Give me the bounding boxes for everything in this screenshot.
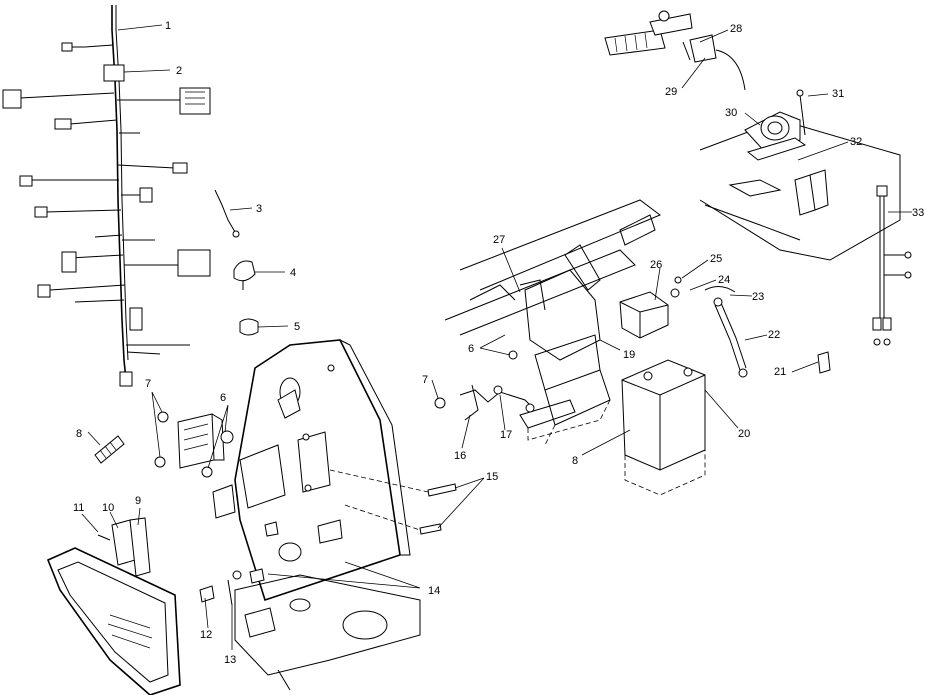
mount-bracket — [519, 279, 546, 311]
battery — [621, 359, 706, 496]
callout-21: 21 — [774, 366, 786, 378]
heat-shield — [46, 517, 181, 695]
frame-rails — [444, 119, 901, 336]
callout-20: 20 — [738, 428, 750, 440]
washer — [220, 430, 234, 444]
callout-22: 22 — [768, 329, 780, 341]
screw — [674, 276, 682, 284]
nut — [201, 466, 213, 478]
callout-26: 26 — [650, 259, 662, 271]
callout-32: 32 — [850, 136, 862, 148]
callout-9: 9 — [135, 495, 141, 507]
callout-5: 5 — [294, 321, 300, 333]
callout-labels: 1 2 3 4 5 6 6 7 7 8 8 9 10 11 12 13 14 1… — [73, 20, 924, 666]
callout-6: 6 — [220, 392, 226, 404]
callout-6: 6 — [468, 343, 474, 355]
battery-tray — [519, 269, 611, 446]
sensor-lead — [214, 189, 240, 238]
callout-13: 13 — [224, 654, 236, 666]
screw — [154, 456, 166, 468]
callout-24: 24 — [718, 274, 730, 286]
voltage-regulator — [177, 413, 225, 469]
bolt — [419, 523, 442, 535]
callout-31: 31 — [832, 88, 844, 100]
callout-27: 27 — [493, 234, 505, 246]
handlebar-switch — [604, 10, 746, 91]
callout-25: 25 — [710, 253, 722, 265]
callout-3: 3 — [256, 203, 262, 215]
terminal-bolt — [817, 351, 831, 374]
mounting-panel — [212, 339, 411, 602]
strap-hook — [704, 286, 736, 293]
callout-15: 15 — [486, 471, 498, 483]
battery-strap — [713, 297, 748, 378]
callout-33: 33 — [912, 207, 924, 219]
foam-pad — [746, 137, 807, 161]
spring-sleeve — [94, 435, 125, 464]
washer — [670, 288, 680, 298]
callout-8: 8 — [572, 455, 578, 467]
callout-10: 10 — [102, 502, 114, 514]
nut — [508, 350, 518, 360]
callout-19: 19 — [623, 349, 635, 361]
wiring-harness — [2, 5, 211, 387]
callout-4: 4 — [290, 267, 296, 279]
screw — [157, 411, 169, 423]
callout-2: 2 — [176, 65, 182, 77]
ground-cable — [459, 384, 535, 421]
callout-8: 8 — [76, 428, 82, 440]
callout-28: 28 — [730, 23, 742, 35]
callout-16: 16 — [454, 450, 466, 462]
callout-17: 17 — [500, 429, 512, 441]
callout-7: 7 — [422, 374, 428, 386]
callout-7: 7 — [145, 378, 151, 390]
frame-base — [199, 568, 421, 691]
callout-1: 1 — [165, 20, 171, 32]
accessory-harness — [872, 185, 912, 346]
callout-29: 29 — [665, 86, 677, 98]
relay — [233, 260, 256, 290]
nut — [434, 397, 446, 409]
battery-pad — [619, 291, 669, 339]
callout-11: 11 — [73, 502, 84, 514]
callout-23: 23 — [752, 291, 764, 303]
bolt — [427, 483, 457, 497]
clamp — [239, 318, 259, 336]
leader-lines — [81, 24, 912, 650]
callout-30: 30 — [725, 107, 737, 119]
callout-12: 12 — [200, 629, 212, 641]
callout-14: 14 — [428, 585, 440, 597]
